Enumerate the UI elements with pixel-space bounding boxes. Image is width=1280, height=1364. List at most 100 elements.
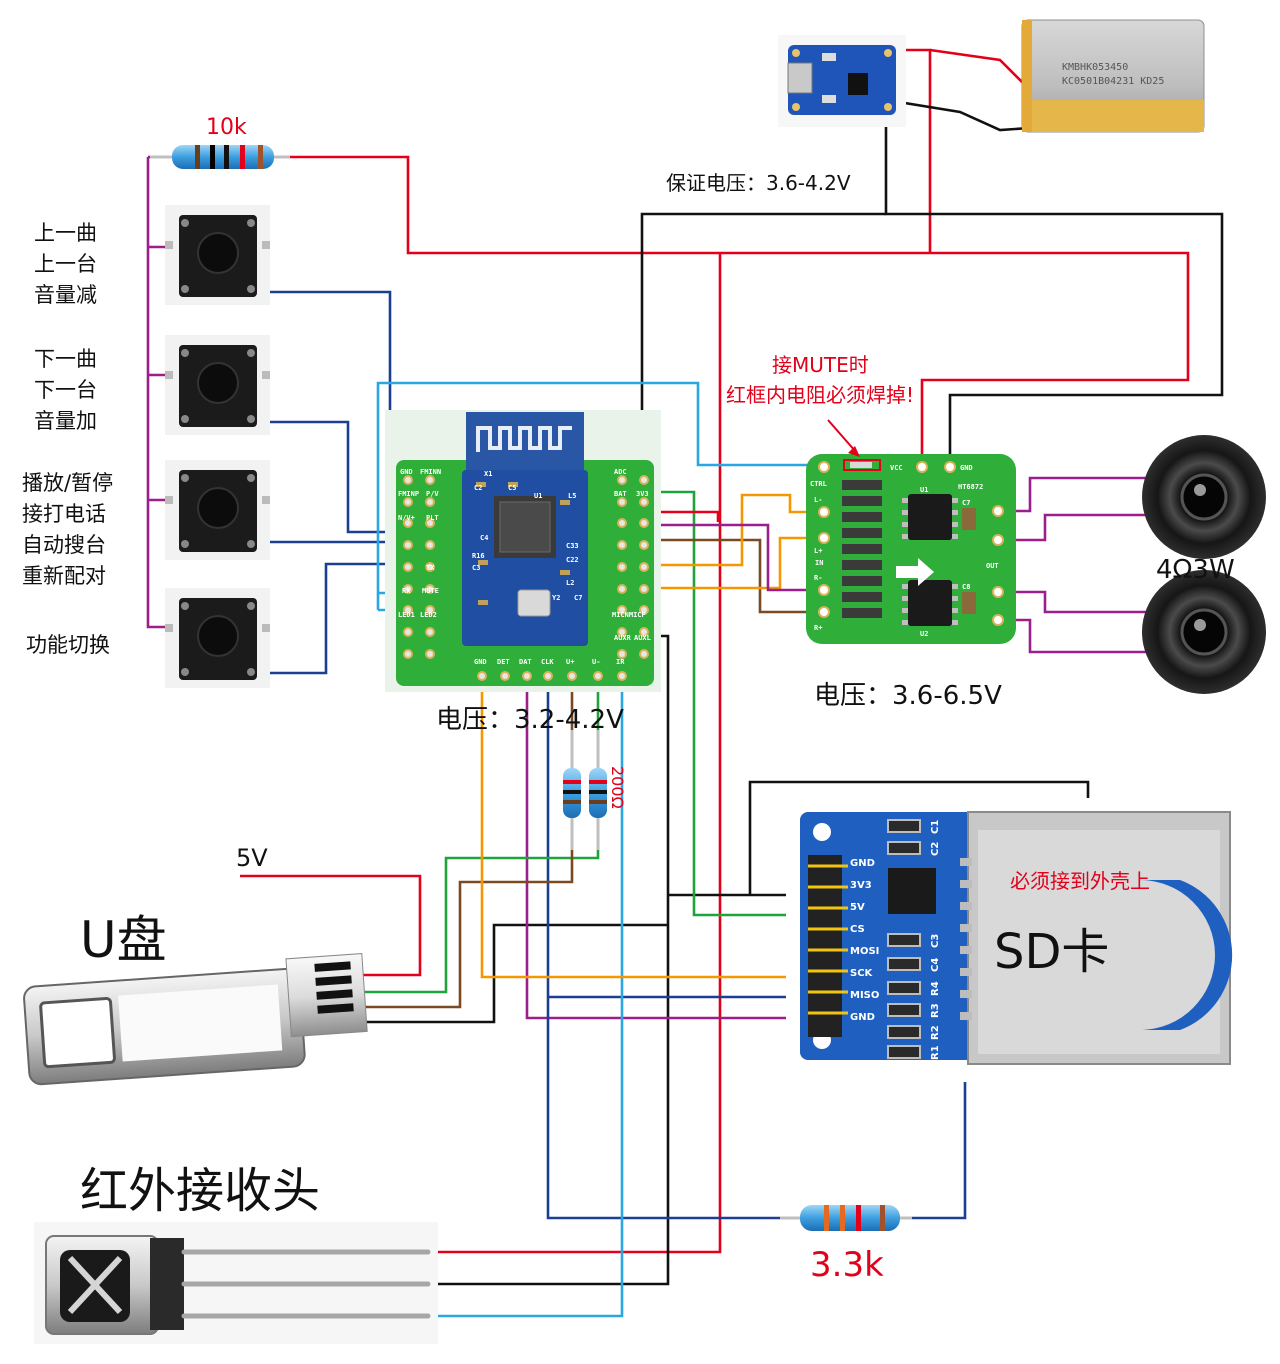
ir-receiver [34,1222,438,1344]
bt-module: GND FMINN FMINP P/V N/V+ PLT TX RX MUTE … [385,410,661,692]
battery-text-1: KMBHK053450 [1062,62,1128,73]
amp-pin-c8: C8 [962,583,970,591]
tact-switch-2[interactable] [165,335,270,435]
bt-pin-c33: C33 [566,542,579,550]
wire-black-battery-lead [885,98,1031,132]
sd-pin-3v3: 3V3 [850,880,872,891]
amp-pin-lplus: L+ [814,547,822,555]
wire-blue-btn4 [262,562,420,675]
btn1-label-1: 上一曲 [34,221,97,245]
bt-pin-auxr: AUXR [614,634,632,642]
bt-pin-fminp: FMINP [398,490,419,498]
label-udisk: U盘 [80,911,167,969]
bt-pin-auxl: AUXL [634,634,651,642]
buttons [165,205,270,688]
mute-arrow [827,419,860,457]
wire-purple-sd-miso [525,675,802,1020]
bt-pin-c3: C3 [472,564,480,572]
btn1-label-3: 音量减 [34,283,97,307]
label-amp-voltage: 电压：3.6-6.5V [814,681,1002,711]
label-200-ohm: 200Ω [608,766,627,809]
amp-pin-lminus: L- [814,496,822,504]
speaker-2 [1142,570,1266,694]
lipo-battery: KMBHK053450 KC0501B04231 KD25 [1021,19,1205,133]
wire-brown-audio-r [634,538,822,614]
bt-pin-c22: C22 [566,556,579,564]
bt-pin-c4: C4 [480,534,488,542]
btn4-label-1: 功能切换 [26,633,110,657]
tact-switch-3[interactable] [165,460,270,560]
btn1-label-2: 上一台 [34,252,97,276]
bt-pin-bot-gnd: GND [474,658,487,666]
bt-pin-x1: X1 [484,470,492,478]
bt-pin-c7: C7 [574,594,582,602]
sd-pin-gnd1: GND [850,858,875,869]
label-mute-note-2: 红框内电阻必须焊掉! [726,383,914,407]
bt-pin-tx: TX [426,564,435,572]
wire-orange-cs [480,675,802,979]
label-ir-receiver: 红外接收头 [80,1163,320,1219]
bt-pin-3v3: 3V3 [636,490,649,498]
bt-pin-c5: C5 [508,484,516,492]
label-bt-voltage: 电压：3.2-4.2V [436,705,624,735]
label-10k: 10k [206,115,247,140]
bt-pin-mute: MUTE [422,587,439,595]
bt-pin-bot-ir: IR [616,658,625,666]
battery-text-2: KC0501B04231 KD25 [1062,76,1164,87]
speaker-1 [1142,435,1266,559]
resistor-3k3 [780,1205,912,1231]
bt-pin-bot-up: U+ [566,658,574,666]
sd-pin-cs: CS [850,924,865,935]
bt-pin-l5: L5 [568,492,576,500]
btn3-label-2: 接打电话 [22,502,106,526]
bt-pin-micnmicp: MICNMICP [612,611,646,619]
sd-pin-miso: MISO [850,990,879,1001]
amp-pin-u1: U1 [920,486,928,494]
wire-green-3v3 [634,490,802,917]
bt-pin-adc: ADC [614,468,627,476]
sd-part-c3: C3 [930,934,941,948]
wire-orange-audio-l2 [634,536,822,590]
bt-pin-y2: Y2 [552,594,560,602]
wire-blue-sd-sck [546,675,780,1220]
btn2-label-3: 音量加 [34,409,97,433]
wire-black-udisk-gnd [355,923,668,1024]
btn3-label-3: 自动搜台 [22,533,106,557]
amp-pin-u2: U2 [920,630,928,638]
wire-lightblue-mute [376,381,824,610]
sd-part-r3: R3 [930,1003,941,1018]
amp-pin-in: IN [815,559,823,567]
bt-pin-nv: N/V+ [398,514,415,522]
bt-pin-c2: C2 [474,484,482,492]
wire-black-battery-minus [884,100,1224,467]
bt-pin-pv: P/V [426,490,439,498]
amp-pin-gnd: GND [960,464,973,472]
bt-pin-l2: L2 [566,579,574,587]
btn3-label-1: 播放/暂停 [22,471,113,495]
bt-pin-gnd: GND [400,468,413,476]
charger-module [778,35,906,127]
wire-red-10k-vcc [290,155,1190,467]
tact-switch-4[interactable] [165,588,270,688]
amp-pin-ctrl: CTRL [810,480,827,488]
wire-red-ir-vcc [428,253,722,1254]
sd-pin-sck: SCK [850,968,874,979]
bt-pin-bat: BAT [614,490,627,498]
amp-pin-c7: C7 [962,499,970,507]
wire-red-5v [240,874,422,977]
amp-chip-label: HT6872 [958,483,983,491]
sd-part-r2: R2 [930,1025,941,1040]
wire-blue-btn2 [262,420,420,534]
sd-part-r1: R1 [930,1045,941,1060]
sd-part-r4: R4 [930,981,941,996]
button-labels: 上一曲 上一台 音量减 下一曲 下一台 音量加 播放/暂停 接打电话 自动搜台 … [22,221,113,657]
amp-pin-vcc: VCC [890,464,903,472]
btn3-label-4: 重新配对 [22,564,106,588]
bt-pin-bot-dat: DAT [519,658,532,666]
wire-purple-spk1-b [998,513,1180,542]
resistors-200 [563,730,607,850]
btn2-label-1: 下一曲 [34,347,97,371]
bt-pin-bot-det: DET [497,658,510,666]
tact-switch-1[interactable] [165,205,270,305]
wire-lightblue-ir [428,675,624,1318]
